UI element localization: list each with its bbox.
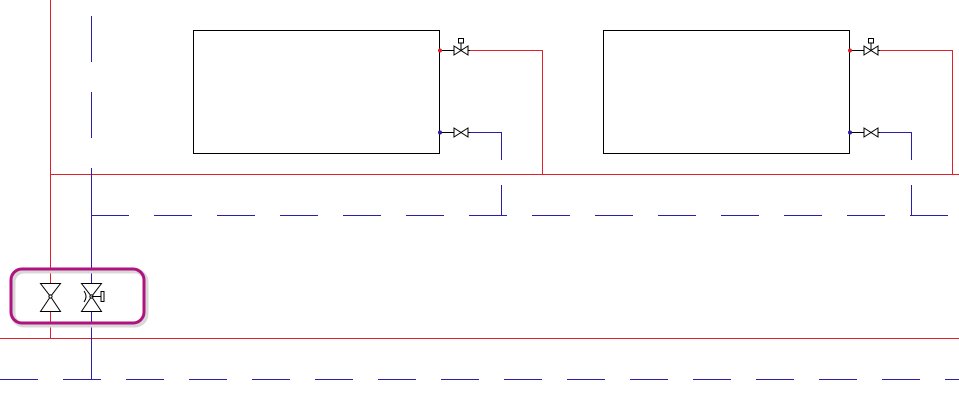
supply-connection-dot <box>848 48 852 53</box>
supply-branch-radiator-1 <box>470 50 543 174</box>
radiator-body <box>603 30 850 154</box>
return-pipes <box>0 16 959 380</box>
radiator-2 <box>603 30 880 154</box>
return-connection-dot <box>848 130 852 135</box>
return-connection-dot <box>438 130 442 135</box>
return-branch-radiator-2 <box>880 132 912 160</box>
lockshield-valve-icon <box>453 127 470 138</box>
thermostatic-valve-icon <box>863 38 880 56</box>
selection-highlight <box>10 268 149 328</box>
selection-outline[interactable] <box>9 267 146 325</box>
supply-pipes <box>0 0 959 339</box>
balancing-valve-icon[interactable] <box>80 283 105 312</box>
return-branch-radiator-1 <box>470 132 502 160</box>
lockshield-valve-icon <box>863 127 880 138</box>
isolation-valve-icon[interactable] <box>39 283 62 312</box>
supply-branch-radiator-2 <box>880 50 953 174</box>
thermostatic-valve-icon <box>453 38 470 56</box>
supply-connection-dot <box>438 48 442 53</box>
highlighted-valve-group[interactable] <box>9 267 149 328</box>
radiator-body <box>193 30 440 154</box>
radiator-1 <box>193 30 470 154</box>
